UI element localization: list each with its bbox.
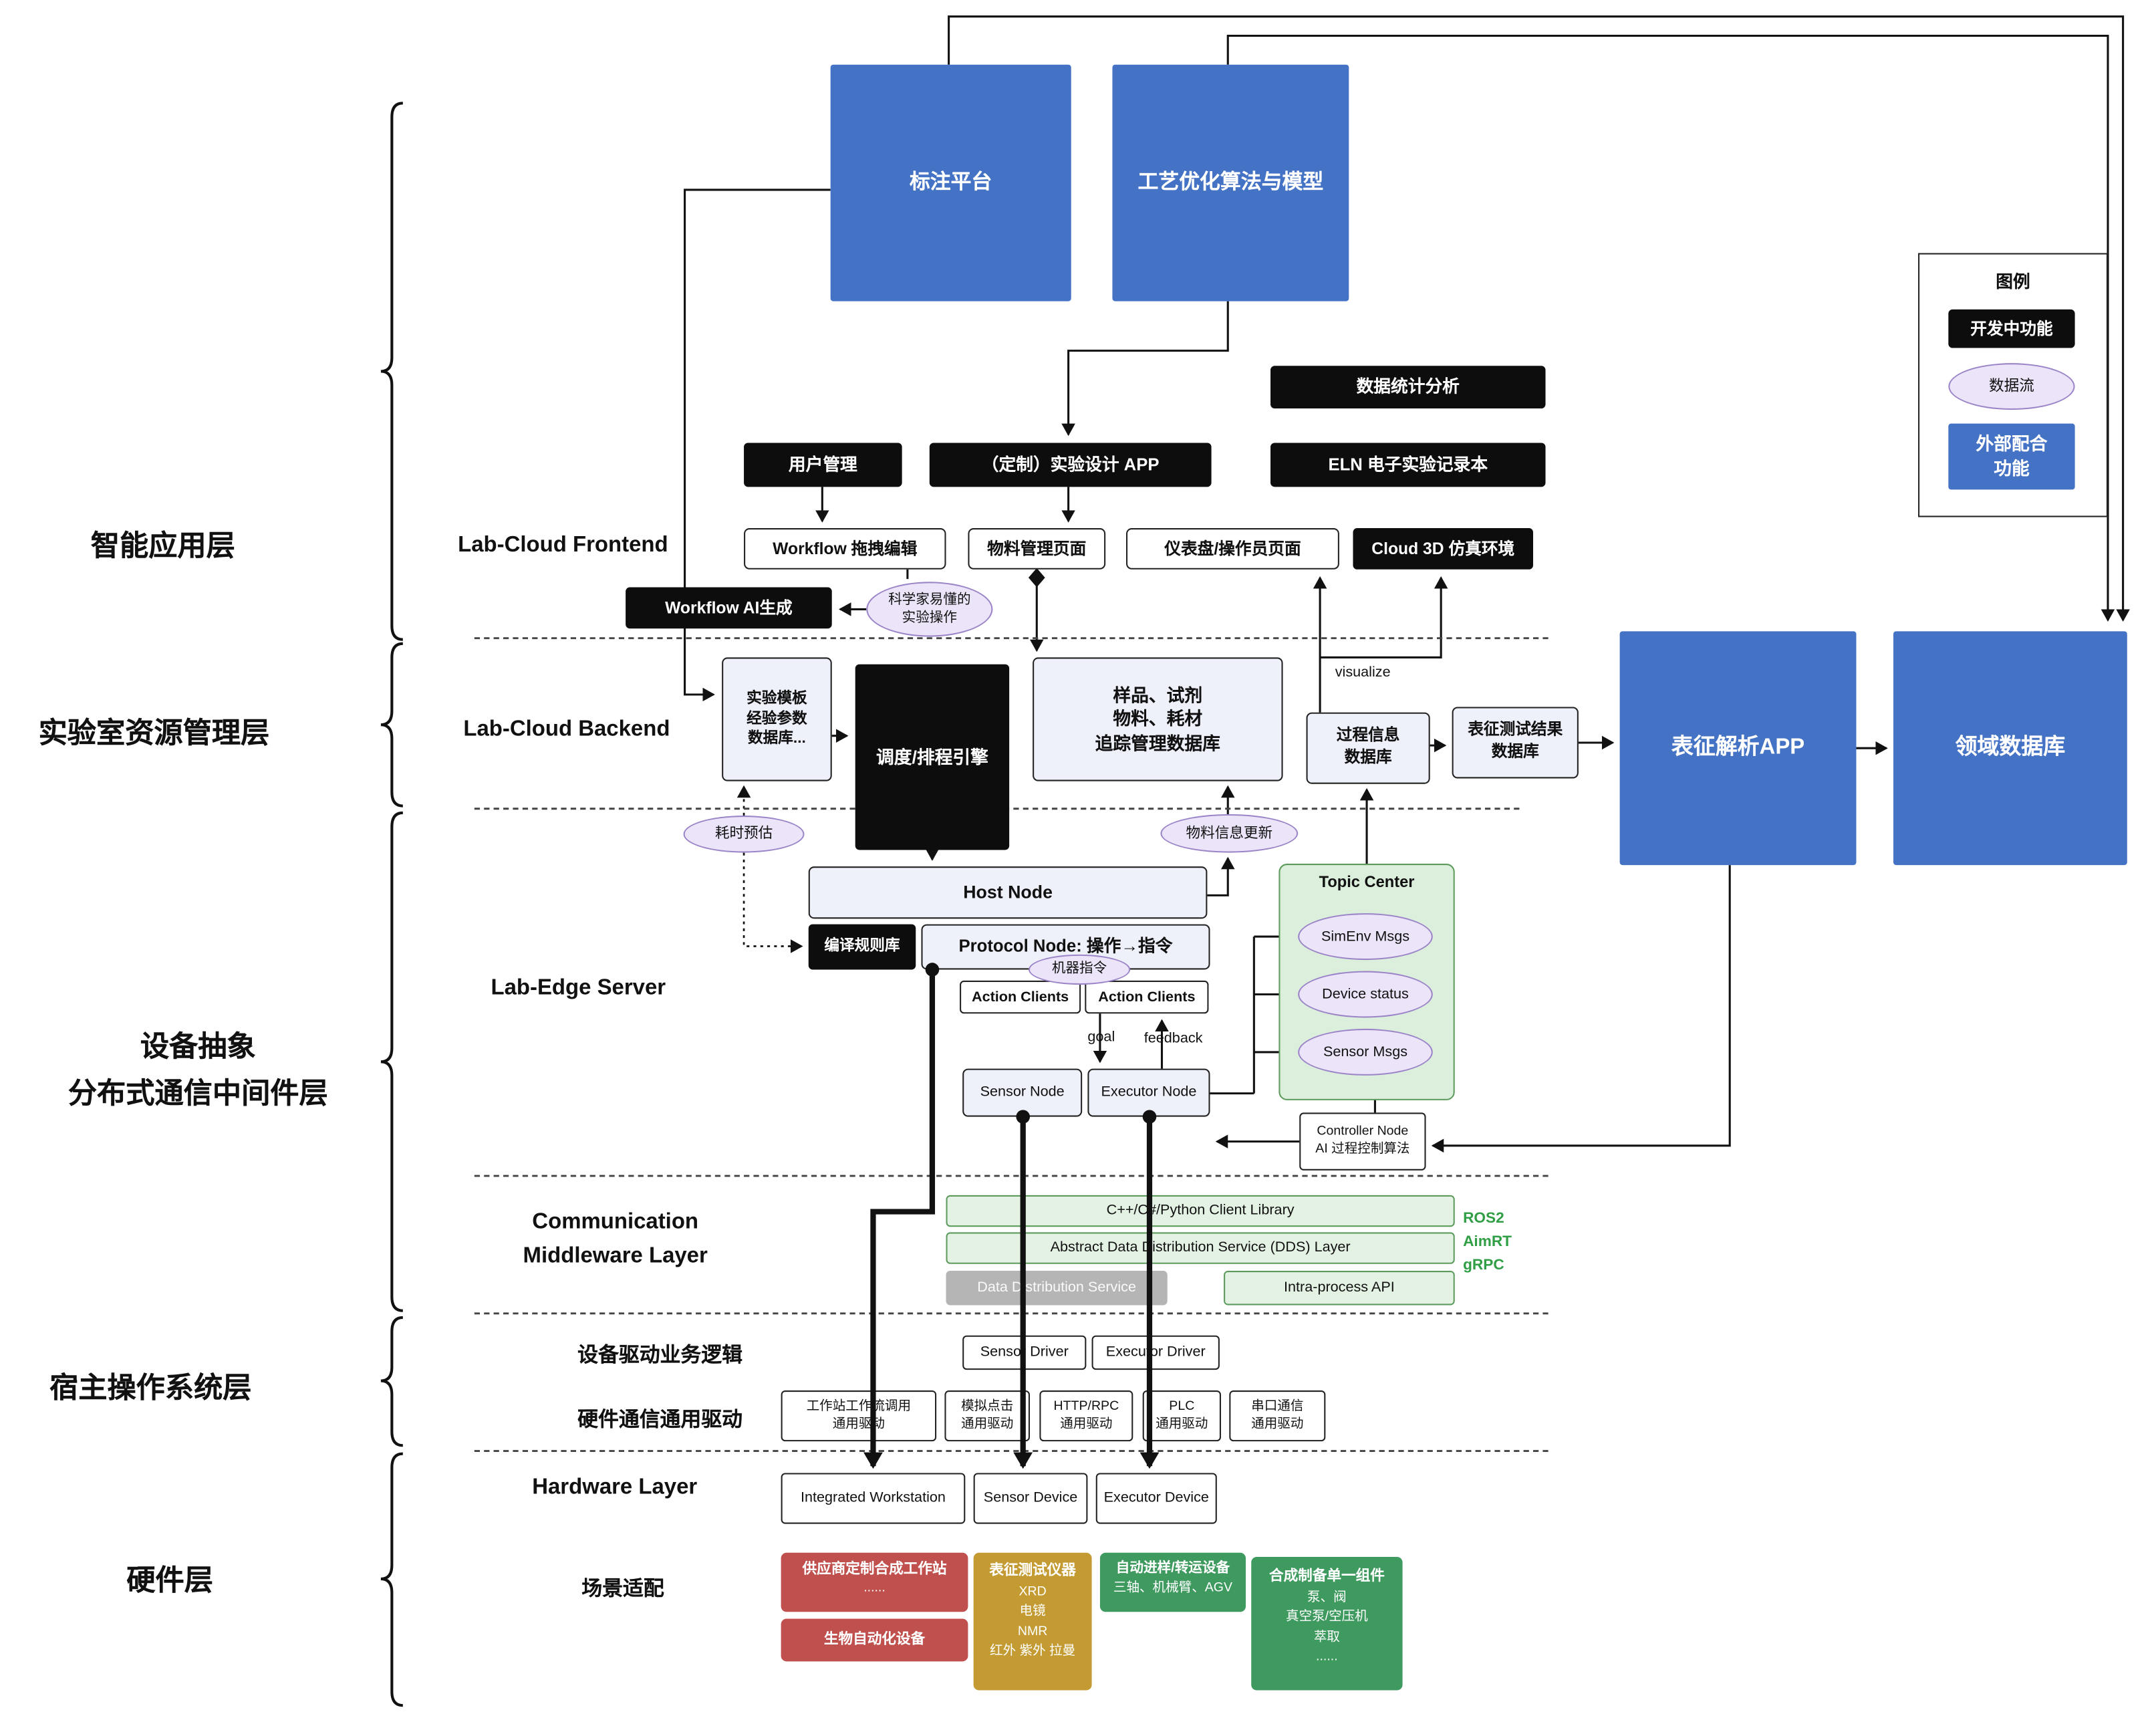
topic-center-title: Topic Center [1319,874,1415,892]
data-stats-box: 数据统计分析 [1270,366,1546,409]
vendor-workstation-body: ...... [863,1580,886,1596]
simenv-msgs-ellipse: SimEnv Msgs [1298,913,1433,961]
section-label-comm: Communication Middleware Layer [523,1210,708,1268]
integrated-workstation-box: Integrated Workstation [781,1473,966,1524]
bio-automation-box: 生物自动化设备 [781,1618,968,1662]
auto-sampler-body: 三轴、机械臂、AGV [1113,1579,1233,1595]
section-label-edge: Lab-Edge Server [491,976,666,1000]
material-update-ellipse: 物料信息更新 [1160,814,1299,853]
sensor-driver-box: Sensor Driver [962,1335,1087,1370]
executor-driver-box: Executor Driver [1091,1335,1220,1370]
eln-box: ELN 电子实验记录本 [1270,443,1546,487]
section-label-hardware-layer: Hardware Layer [532,1475,698,1499]
vendor-workstation-title: 供应商定制合成工作站 [802,1561,947,1578]
executor-device-box: Executor Device [1095,1473,1217,1524]
legend-dev-item: 开发中功能 [1948,309,2075,348]
time-estimate-ellipse: 耗时预估 [683,816,805,853]
controller-node-box: Controller Node AI 过程控制算法 [1299,1112,1426,1171]
cloud-3d-sim-box: Cloud 3D 仿真环境 [1353,528,1534,570]
sim-click-driver-box: 模拟点击 通用驱动 [944,1390,1030,1442]
legend-dataflow-item: 数据流 [1948,363,2075,410]
characterization-instruments-title: 表征测试仪器 [989,1562,1076,1579]
dds-layer-box: Abstract Data Distribution Service (DDS)… [946,1232,1455,1264]
legend-title: 图例 [1996,272,2030,292]
process-info-db-box: 过程信息 数据库 [1306,712,1430,784]
dashboard-page-box: 仪表盘/操作员页面 [1126,528,1339,570]
characterization-instruments-body: XRD 电镜 NMR 红外 紫外 拉曼 [990,1584,1076,1659]
compile-rules-box: 编译规则库 [808,924,916,970]
exp-template-db-box: 实验模板 经验参数 数据库... [722,657,832,781]
layer-braces [380,102,403,1707]
sensor-device-box: Sensor Device [973,1473,1088,1524]
layer-label-hardware: 硬件层 [126,1565,213,1597]
host-node-box: Host Node [808,866,1208,919]
synthesis-components-box: 合成制备单一组件 泵、阀 真空泵/空压机 萃取 ...... [1251,1556,1403,1691]
layer-label-middleware: 设备抽象 分布式通信中间件层 [68,1031,328,1110]
executor-node-box: Executor Node [1087,1068,1210,1117]
workstation-driver-box: 工作站工作流调用 通用驱动 [781,1390,937,1442]
workflow-ai-gen-box: Workflow AI生成 [626,587,832,629]
ros2-label: ROS2 [1463,1210,1504,1227]
sample-tracking-db-box: 样品、试剂 物料、耗材 追踪管理数据库 [1033,657,1283,781]
action-clients-1-box: Action Clients [960,980,1081,1014]
device-status-ellipse: Device status [1298,971,1433,1018]
scientist-ops-ellipse: 科学家易懂的 实验操作 [866,582,993,637]
sensor-node-box: Sensor Node [962,1068,1083,1117]
feedback-label: feedback [1143,1029,1203,1047]
workflow-drag-edit-box: Workflow 拖拽编辑 [744,528,946,570]
action-clients-2-box: Action Clients [1085,980,1209,1014]
char-analysis-app-box: 表征解析APP [1619,631,1857,866]
dds-service-box: Data Distribution Service [946,1271,1168,1306]
aimrt-label: AimRT [1463,1233,1512,1251]
section-label-backend: Lab-Cloud Backend [463,717,670,741]
visualize-label: visualize [1335,664,1391,681]
synthesis-components-body: 泵、阀 真空泵/空压机 萃取 ...... [1286,1590,1368,1665]
intra-process-api-box: Intra-process API [1224,1271,1455,1306]
http-rpc-driver-box: HTTP/RPC 通用驱动 [1039,1390,1133,1442]
plc-driver-box: PLC 通用驱动 [1142,1390,1221,1442]
process-optimization-box: 工艺优化算法与模型 [1112,64,1349,301]
auto-sampler-box: 自动进样/转运设备 三轴、机械臂、AGV [1099,1552,1246,1612]
goal-label: goal [1087,1028,1115,1046]
section-label-scenario: 场景适配 [581,1577,664,1601]
layer-label-resource: 实验室资源管理层 [38,717,270,750]
section-label-driver-logic: 设备驱动业务逻辑 [577,1344,743,1368]
protocol-node-box: Protocol Node: 操作→指令 [921,924,1210,970]
layer-label-host-os: 宿主操作系统层 [49,1372,252,1404]
material-page-box: 物料管理页面 [968,528,1106,570]
characterization-instruments-box: 表征测试仪器 XRD 电镜 NMR 红外 紫外 拉曼 [973,1552,1092,1691]
legend-external-item: 外部配合 功能 [1948,423,2075,490]
sensor-msgs-ellipse: Sensor Msgs [1298,1028,1433,1076]
domain-db-box: 领域数据库 [1893,631,2127,866]
section-label-hw-comm: 硬件通信通用驱动 [577,1408,743,1432]
custom-exp-design-app-box: （定制）实验设计 APP [929,443,1212,487]
vendor-workstation-box: 供应商定制合成工作站 ...... [781,1552,968,1612]
scheduler-engine-box: 调度/排程引擎 [855,664,1010,850]
auto-sampler-title: 自动进样/转运设备 [1115,1561,1230,1576]
synthesis-components-title: 合成制备单一组件 [1268,1568,1385,1585]
annotation-platform-box: 标注平台 [830,64,1071,301]
user-mgmt-box: 用户管理 [744,443,902,487]
layer-label-app: 智能应用层 [90,531,235,563]
serial-driver-box: 串口通信 通用驱动 [1229,1390,1326,1442]
client-library-box: C++/C#/Python Client Library [946,1195,1455,1227]
machine-instruction-ellipse: 机器指令 [1028,954,1131,985]
grpc-label: gRPC [1463,1257,1504,1274]
char-result-db-box: 表征测试结果 数据库 [1452,707,1579,779]
section-label-frontend: Lab-Cloud Frontend [458,533,668,558]
